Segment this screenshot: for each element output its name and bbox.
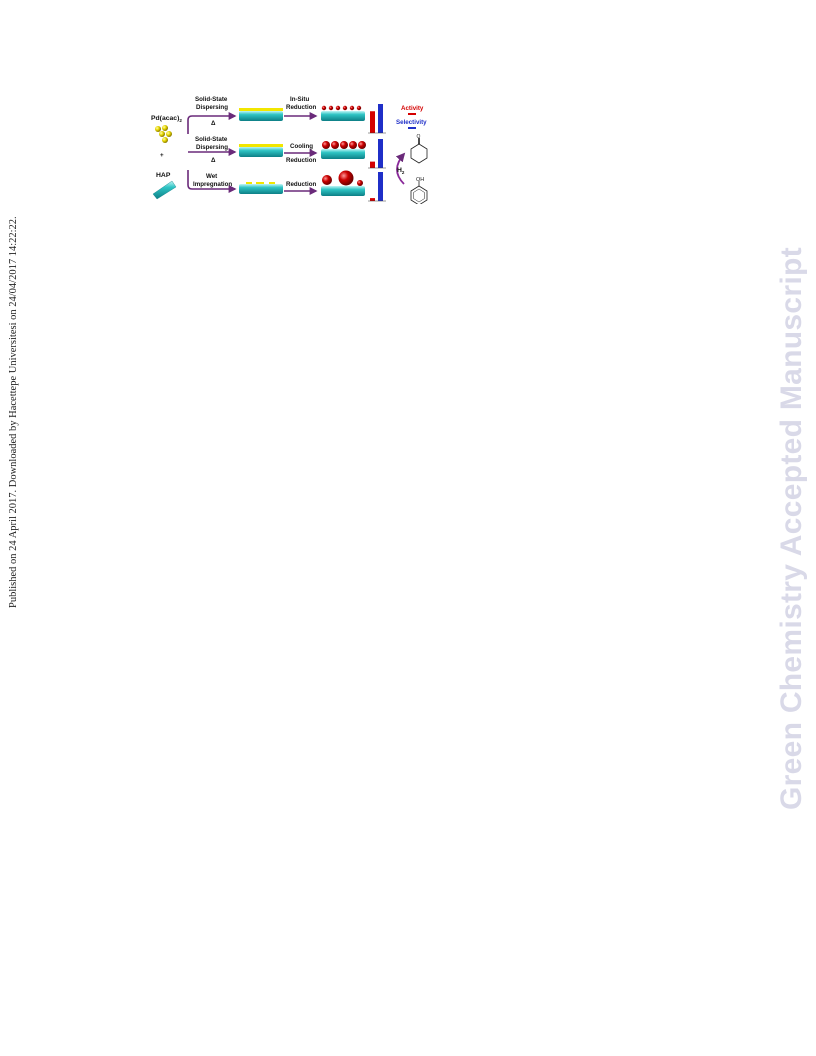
cyclohexanone-structure-icon: O <box>410 134 428 164</box>
route-1-method-line1: Solid-State <box>195 96 228 103</box>
route-2-selectivity-bar <box>378 139 383 168</box>
legend-selectivity-label: Selectivity <box>396 119 427 126</box>
graphical-abstract-figure: Pd(acac)2 + HAP Solid-State Dispersing Δ… <box>150 92 435 209</box>
route-1-method-line2: Dispersing <box>196 104 228 111</box>
route-2: Solid-State Dispersing Δ Cooling Reducti… <box>195 136 383 168</box>
route-1-support <box>321 111 365 121</box>
route-1-precursor-coated-support <box>239 108 283 121</box>
route-2-method-line2: Dispersing <box>196 144 228 151</box>
svg-text:O: O <box>417 134 421 140</box>
route-3-method-line1: Wet <box>206 173 217 180</box>
publication-side-note: Published on 24 April 2017. Downloaded b… <box>8 216 19 608</box>
route-1-heat-symbol: Δ <box>211 120 216 127</box>
route-3-large-nanoparticles <box>322 170 363 186</box>
route-3-support <box>321 186 365 196</box>
route-3-activity-bar <box>370 198 375 201</box>
route-2-activity-bar <box>370 161 375 168</box>
legend-activity-label: Activity <box>401 105 424 112</box>
route-1-step-line1: In-Situ <box>290 96 309 103</box>
route-3-selectivity-bar <box>378 172 383 201</box>
route-3-step-line1: Reduction <box>286 181 316 188</box>
phenol-structure-icon <box>410 181 428 206</box>
route-2-medium-nanoparticles <box>322 141 366 149</box>
route-2-heat-symbol: Δ <box>211 157 216 164</box>
legend-selectivity-swatch <box>408 127 416 129</box>
support-rod-icon <box>152 180 177 200</box>
legend-activity-swatch <box>408 113 416 115</box>
route-1: Solid-State Dispersing Δ In-Situ Reducti… <box>195 96 383 133</box>
route-1-selectivity-bar <box>378 104 383 133</box>
bar-baselines <box>368 132 386 202</box>
h2-label: H2 <box>397 167 405 175</box>
hydrogenation-arrow <box>395 152 406 185</box>
route-2-method-line1: Solid-State <box>195 136 228 143</box>
precursor-label: Pd(acac)2 <box>151 115 182 123</box>
route-1-step-line2: Reduction <box>286 104 316 111</box>
route-3-method-line2: Impregnation <box>193 181 232 188</box>
phenol-oh-label: OH <box>416 177 424 183</box>
route-2-step-line1: Cooling <box>290 143 313 150</box>
route-2-precursor-coated-support <box>239 144 283 157</box>
route-1-small-nanoparticles <box>321 105 362 111</box>
route-3-precursor-coated-support <box>239 182 283 194</box>
route-2-support <box>321 149 365 159</box>
precursor-particles-icon <box>155 125 172 143</box>
route-3: Wet Impregnation Reduction <box>193 170 383 201</box>
branch-arrows <box>187 112 237 193</box>
route-1-activity-bar <box>370 111 375 133</box>
route-2-step-line2: Reduction <box>286 157 316 164</box>
support-label: HAP <box>156 172 171 179</box>
accepted-manuscript-watermark: Green Chemistry Accepted Manuscript <box>775 247 808 810</box>
legend: Activity Selectivity <box>396 105 427 129</box>
plus-sign: + <box>160 152 164 159</box>
